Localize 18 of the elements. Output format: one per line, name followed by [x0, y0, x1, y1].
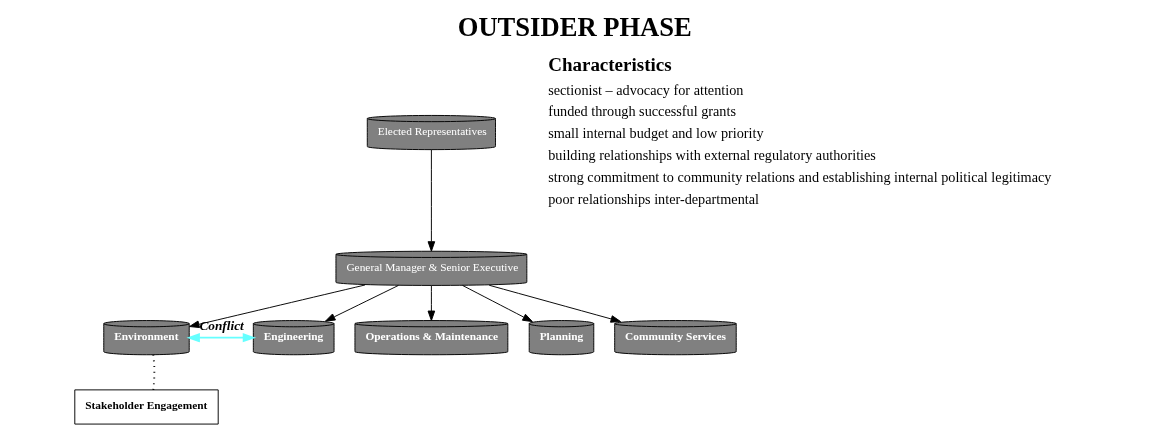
edge-label: Conflict — [198, 318, 244, 334]
arrow — [427, 149, 435, 252]
label: Characteristics — [547, 53, 672, 75]
label: strong commitment to community relations and establishing internal political legitimacy — [547, 168, 1051, 185]
label: poor relationships inter-departmental — [547, 190, 759, 207]
label: building relationships with external regulatory authorities — [547, 147, 876, 164]
label: small internal budget and low priority — [547, 125, 764, 142]
arrow — [324, 284, 399, 322]
arrow — [488, 284, 621, 323]
label: sectionist – advocacy for attention — [547, 81, 743, 98]
arrow — [188, 284, 365, 329]
label: funded through successful grants — [547, 103, 736, 120]
diagram-title: OUTSIDER PHASE — [457, 12, 692, 43]
arrow — [427, 285, 435, 321]
node-box: Stakeholder Engagement — [73, 389, 219, 425]
arrow — [186, 333, 256, 343]
arrow — [461, 284, 533, 323]
connector — [151, 354, 155, 391]
